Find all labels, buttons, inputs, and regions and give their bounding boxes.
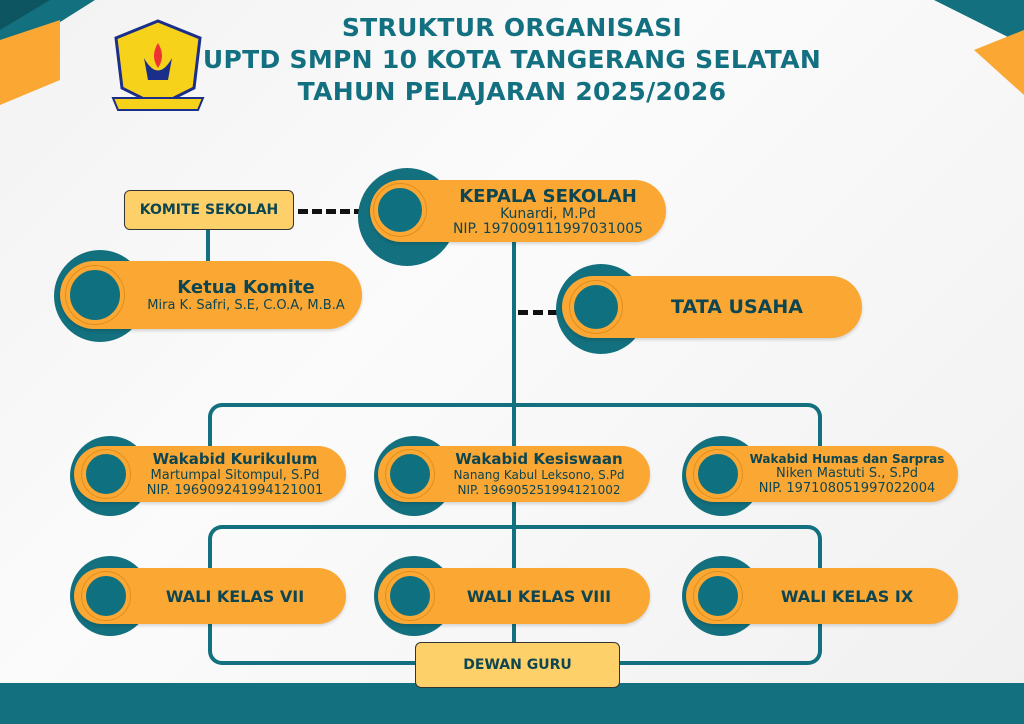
node-title: Wakabid Kesiswaan <box>455 450 623 468</box>
node-nip: NIP. 196905251994121002 <box>457 483 621 497</box>
footer-bar <box>0 683 1024 724</box>
node-title: TATA USAHA <box>671 296 803 318</box>
connector-wali-branch <box>208 525 822 571</box>
avatar-circle <box>66 266 124 324</box>
title-line-1: STRUKTUR ORGANISASI <box>341 13 683 42</box>
node-name: Kunardi, M.Pd <box>500 205 596 222</box>
node-title: WALI KELAS VIII <box>466 586 612 606</box>
node-title: Wakabid Humas dan Sarpras <box>749 452 945 466</box>
node-title: Ketua Komite <box>177 277 315 298</box>
node-name: Nanang Kabul Leksono, S.Pd <box>453 468 625 482</box>
avatar-circle <box>386 450 434 498</box>
node-nip: NIP. 197108051997022004 <box>758 481 936 496</box>
avatar-circle <box>374 184 426 236</box>
dotted-connector-komite <box>298 209 364 214</box>
title-line-3: TAHUN PELAJARAN 2025/2026 <box>297 77 727 106</box>
dotted-connector-tata-usaha <box>518 310 558 315</box>
connector-main-vertical <box>512 240 516 644</box>
connector-wakabid-branch <box>208 403 822 449</box>
dewan-guru-box: DEWAN GURU <box>415 642 620 688</box>
avatar-circle <box>386 572 434 620</box>
school-logo <box>111 19 205 111</box>
node-title: WALI KELAS VII <box>165 586 305 606</box>
node-name: Martumpal Sitompul, S.Pd <box>150 468 320 483</box>
avatar-circle <box>82 450 130 498</box>
node-name: Mira K. Safri, S.E, C.O.A, M.B.A <box>147 298 345 313</box>
node-nip: NIP. 196909241994121001 <box>146 483 324 498</box>
node-name: Niken Mastuti S., S.Pd <box>775 466 919 481</box>
page-title: STRUKTUR ORGANISASI UPTD SMPN 10 KOTA TA… <box>0 12 1024 108</box>
node-nip: NIP. 197009111997031005 <box>452 220 644 237</box>
connector-komite-vertical <box>206 230 210 265</box>
node-title: Wakabid Kurikulum <box>152 450 318 468</box>
avatar-circle <box>82 572 130 620</box>
komite-sekolah-box: KOMITE SEKOLAH <box>124 190 294 230</box>
corner-decoration-left <box>0 0 95 105</box>
title-line-2: UPTD SMPN 10 KOTA TANGERANG SELATAN <box>202 45 822 74</box>
node-title: KEPALA SEKOLAH <box>459 185 637 207</box>
avatar-circle <box>570 281 622 333</box>
corner-decoration-right <box>934 0 1024 95</box>
node-title: WALI KELAS IX <box>780 586 914 606</box>
avatar-circle <box>694 572 742 620</box>
avatar-circle <box>694 450 742 498</box>
